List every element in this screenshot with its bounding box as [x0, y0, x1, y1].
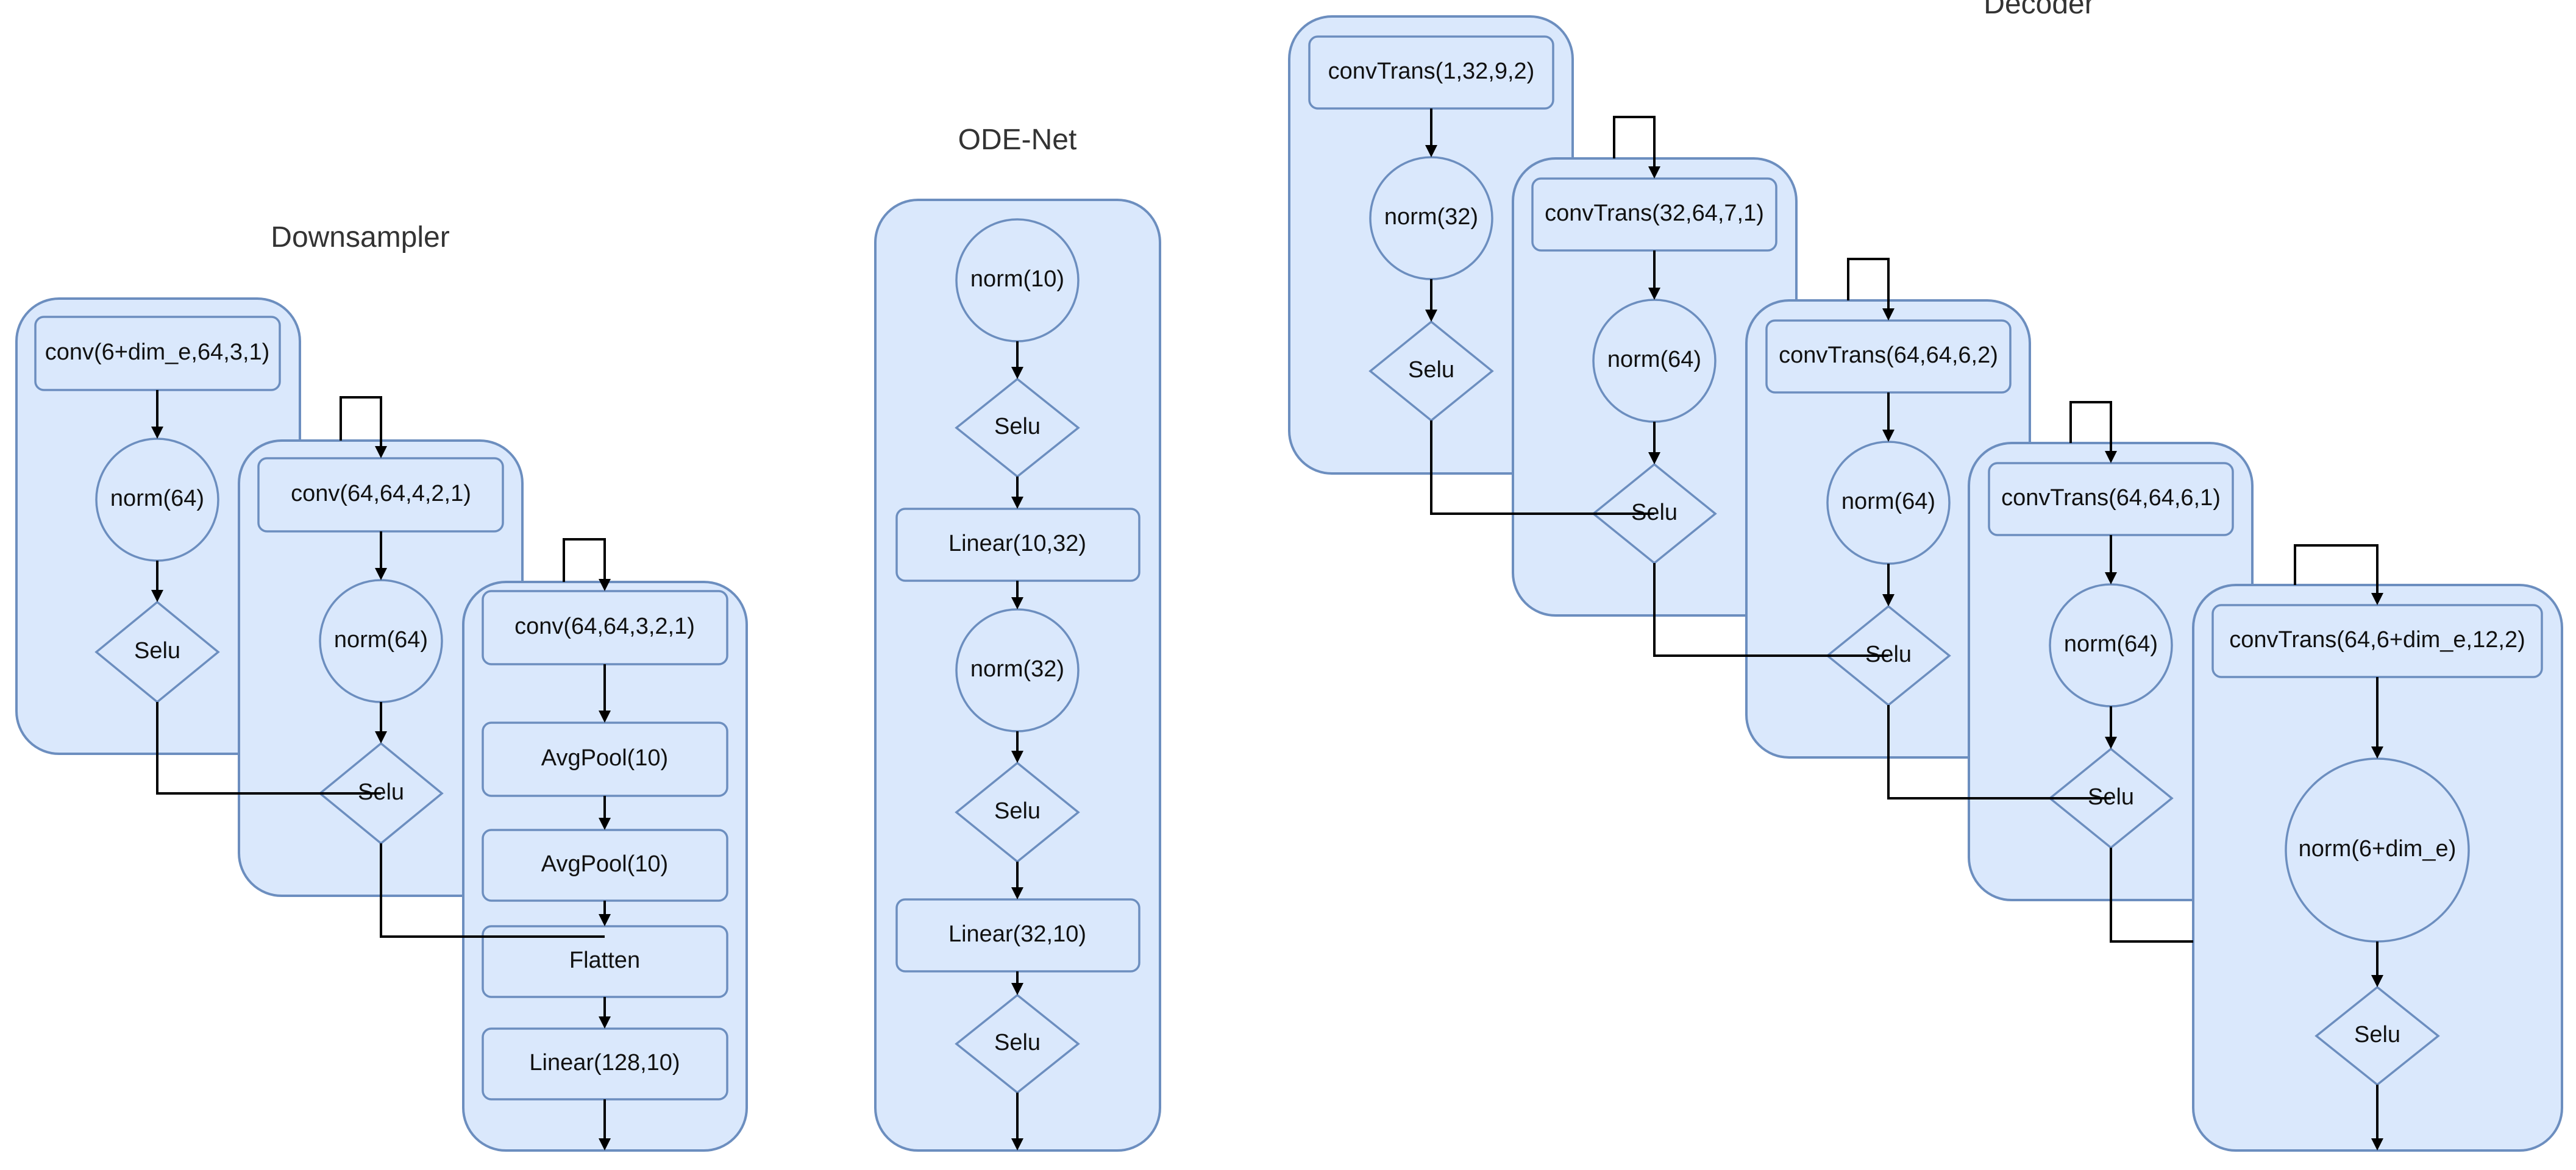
layer-label: conv(64,64,4,2,1)	[291, 481, 471, 506]
ode-net-title: ODE-Net	[958, 124, 1077, 156]
norm-label: norm(64)	[2064, 631, 2158, 657]
arrow-head	[2105, 572, 2117, 584]
arrow-head	[2105, 451, 2117, 463]
layer-label: convTrans(64,64,6,1)	[2001, 485, 2221, 511]
activation-label: Selu	[2354, 1022, 2400, 1048]
norm-label: norm(32)	[970, 656, 1064, 682]
layer-label: convTrans(1,32,9,2)	[1328, 58, 1535, 84]
arrow-head	[1648, 166, 1660, 179]
norm-label: norm(64)	[1841, 489, 1935, 514]
norm-label: norm(6+dim_e)	[2299, 836, 2457, 862]
arrow-head	[2371, 593, 2383, 605]
activation-label: Selu	[994, 414, 1041, 439]
edge-line	[563, 538, 606, 582]
arrow-head	[2105, 737, 2117, 749]
decoder-block-2: convTrans(32,64,7,1) norm(64) Selu	[1512, 157, 1798, 617]
layer-label: conv(6+dim_e,64,3,1)	[45, 339, 270, 365]
connectors	[151, 108, 2383, 1150]
arrow-head	[1011, 367, 1023, 379]
arrow-head	[1011, 1138, 1023, 1150]
layer-label: conv(64,64,3,2,1)	[514, 614, 695, 639]
linear-label: Linear(10,32)	[948, 531, 1086, 556]
arrow-head	[599, 818, 611, 830]
decoder-title: Decoder	[1984, 0, 2094, 20]
arrow-head	[1425, 145, 1437, 157]
arrow-head	[1882, 308, 1895, 321]
arrow-head	[1648, 452, 1660, 464]
edge-line	[1847, 258, 1890, 308]
edge-line	[1613, 116, 1656, 166]
norm-label: norm(10)	[970, 266, 1064, 292]
arrow-head	[599, 1138, 611, 1150]
norm-label: norm(32)	[1384, 204, 1478, 230]
avgpool-label: AvgPool(10)	[541, 745, 668, 771]
activation-label: Selu	[134, 638, 180, 664]
downsampler-title: Downsampler	[271, 221, 449, 254]
norm-label: norm(64)	[1607, 347, 1701, 372]
avgpool-label: AvgPool(10)	[541, 851, 668, 877]
arrow-head	[375, 568, 387, 580]
edge-line	[1430, 420, 1654, 515]
arrow-head	[1011, 497, 1023, 509]
activation-label: Selu	[994, 1030, 1041, 1055]
edge-line	[2294, 544, 2379, 593]
arrow-head	[151, 590, 163, 602]
edge-line	[2069, 401, 2112, 451]
arrow-head	[1882, 430, 1895, 442]
edge-line	[156, 702, 381, 795]
arrow-head	[1648, 288, 1660, 300]
layer-label: convTrans(32,64,7,1)	[1545, 200, 1764, 226]
arrow-head	[1011, 597, 1023, 609]
flatten-label: Flatten	[569, 948, 640, 973]
arrow-head	[2371, 975, 2383, 987]
arrow-head	[375, 446, 387, 458]
linear-label: Linear(32,10)	[948, 921, 1086, 947]
arrow-head	[2371, 746, 2383, 759]
downsampler-block-1: conv(6+dim_e,64,3,1) norm(64) Selu	[15, 297, 301, 755]
edge-line	[340, 396, 382, 446]
norm-label: norm(64)	[110, 486, 204, 511]
arrow-head	[1011, 983, 1023, 995]
decoder-block-1: convTrans(1,32,9,2) norm(32) Selu	[1288, 15, 1574, 475]
linear-label: Linear(128,10)	[529, 1050, 680, 1076]
layer-label: convTrans(64,6+dim_e,12,2)	[2229, 627, 2525, 653]
edge-line	[1653, 563, 1888, 657]
arrow-head	[375, 731, 387, 743]
arrow-head	[1425, 310, 1437, 322]
arrow-head	[1882, 594, 1895, 606]
ode-net-block: norm(10) Selu Linear(10,32) norm(32) Sel…	[874, 199, 1161, 1152]
arrow-head	[599, 1016, 611, 1029]
activation-label: Selu	[994, 798, 1041, 824]
arrow-head	[1011, 751, 1023, 763]
arrow-head	[2371, 1138, 2383, 1150]
arrow-head	[599, 914, 611, 926]
arrow-head	[151, 427, 163, 439]
layer-label: convTrans(64,64,6,2)	[1779, 342, 1998, 368]
edge-line	[2110, 848, 2193, 943]
decoder-block-5: convTrans(64,6+dim_e,12,2) norm(6+dim_e)…	[2192, 584, 2563, 1152]
norm-label: norm(64)	[334, 627, 428, 653]
downsampler-block-3: conv(64,64,3,2,1) AvgPool(10) AvgPool(10…	[462, 581, 748, 1152]
arrow-head	[1011, 887, 1023, 899]
arrow-head	[599, 579, 611, 591]
edge-line	[1887, 705, 2111, 800]
arrow-head	[599, 711, 611, 723]
edge-line	[380, 843, 605, 938]
activation-label: Selu	[1408, 357, 1454, 383]
